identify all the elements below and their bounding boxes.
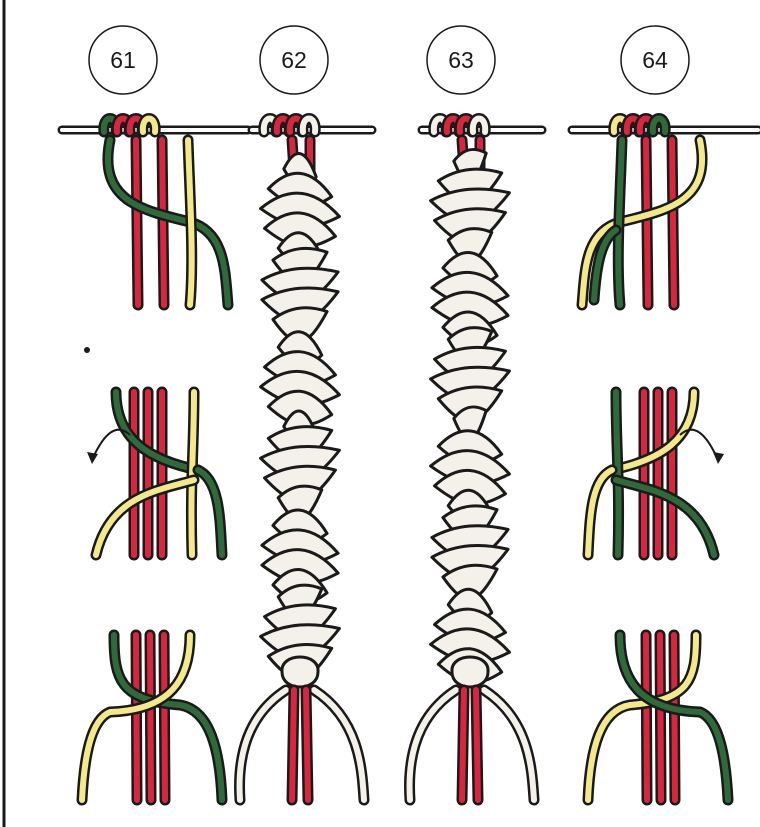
working-cord-left bbox=[406, 687, 459, 803]
panel-62-drawing bbox=[234, 113, 377, 806]
filler-cord bbox=[669, 137, 677, 308]
direction-arrow-head bbox=[87, 452, 98, 464]
lark-head-loop bbox=[299, 115, 319, 135]
lark-head-loop bbox=[469, 115, 489, 135]
filler-cord bbox=[289, 687, 297, 803]
direction-arrow-head bbox=[713, 452, 724, 464]
working-cord-crossing bbox=[93, 477, 197, 558]
working-cord-left bbox=[585, 632, 699, 803]
working-cord-right bbox=[613, 389, 622, 558]
working-cord-right bbox=[185, 137, 195, 308]
filler-cord bbox=[643, 137, 651, 308]
panel-number-circle bbox=[88, 25, 158, 95]
filler-cord bbox=[133, 632, 140, 803]
lark-head-loop bbox=[649, 115, 669, 135]
panel-61-drawing bbox=[57, 113, 253, 806]
filler-cord bbox=[161, 632, 168, 803]
filler-cord bbox=[643, 632, 650, 803]
filler-cord bbox=[159, 137, 167, 308]
working-cord-right bbox=[617, 632, 731, 803]
working-cord-left bbox=[113, 389, 201, 473]
panel-63: 63 bbox=[404, 25, 547, 806]
direction-arrow bbox=[91, 428, 131, 461]
working-cord-tail bbox=[585, 467, 615, 558]
sennit-end-knot bbox=[280, 655, 320, 689]
filler-cord bbox=[473, 687, 481, 803]
working-cord-left bbox=[609, 389, 697, 473]
working-cord-right bbox=[615, 137, 625, 308]
filler-cord bbox=[459, 687, 467, 803]
working-cord-right bbox=[481, 687, 537, 803]
panel-63-drawing bbox=[404, 113, 547, 806]
filler-cord bbox=[133, 137, 141, 308]
panel-number-circle bbox=[426, 25, 496, 95]
panel-number: 64 bbox=[642, 47, 668, 73]
panel-number: 62 bbox=[281, 47, 307, 73]
working-cord-right bbox=[311, 687, 367, 803]
filler-cord bbox=[657, 632, 664, 803]
panel-number: 63 bbox=[448, 47, 474, 73]
working-cord-left bbox=[236, 687, 289, 803]
working-cord-tail bbox=[195, 467, 225, 558]
working-cord-right bbox=[188, 389, 197, 558]
filler-cord bbox=[671, 632, 678, 803]
working-cord-end bbox=[591, 227, 619, 303]
working-cord-right bbox=[79, 632, 193, 803]
panel-61: 61 bbox=[57, 25, 253, 806]
panel-number-circle bbox=[259, 25, 329, 95]
working-cord-left bbox=[111, 632, 225, 803]
filler-cord bbox=[303, 687, 311, 803]
panel-number: 61 bbox=[110, 47, 136, 73]
panel-number-circle bbox=[620, 25, 690, 95]
filler-cord bbox=[147, 632, 154, 803]
panel-64-drawing bbox=[567, 113, 760, 806]
working-cord-crossing bbox=[613, 477, 717, 558]
panel-62: 62 bbox=[234, 25, 377, 806]
ink-dot bbox=[84, 347, 90, 353]
panel-64: 64 bbox=[567, 25, 760, 806]
lark-head-loop bbox=[139, 115, 159, 135]
sennit-end-knot bbox=[450, 655, 490, 689]
